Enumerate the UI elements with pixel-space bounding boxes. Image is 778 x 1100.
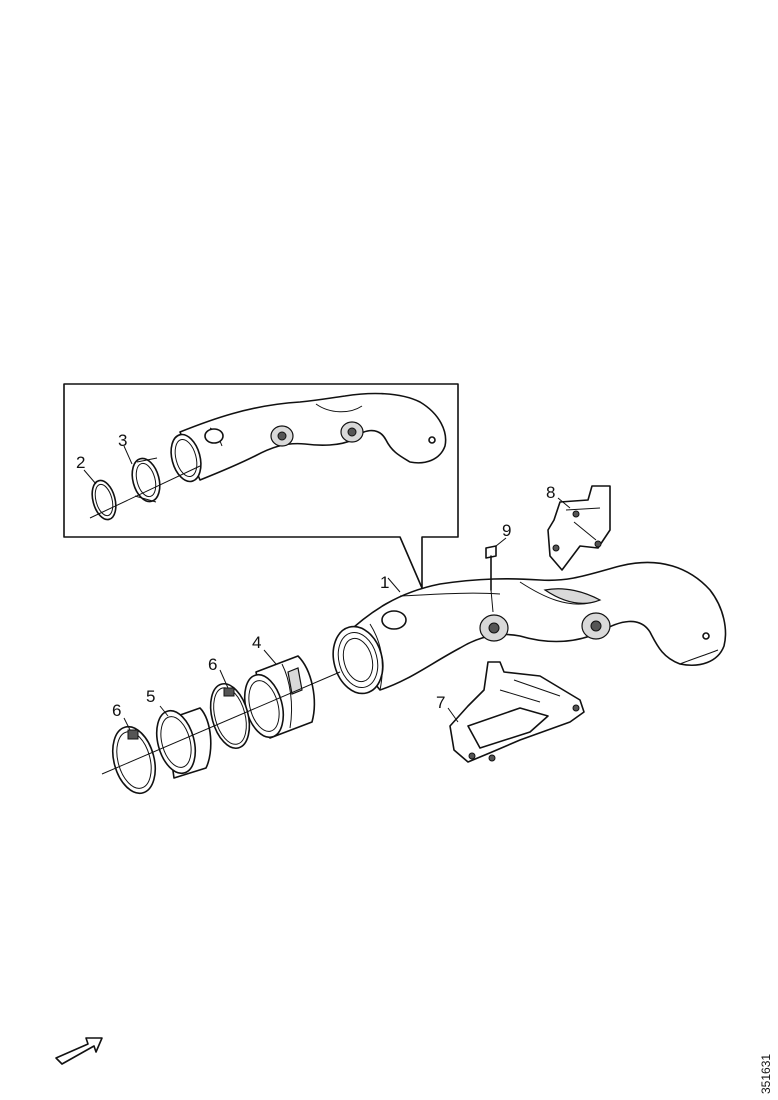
clamp-6-upper: [209, 682, 251, 750]
inset-part-3: [131, 457, 161, 503]
callout-5: 5: [146, 687, 155, 706]
callout-6-upper: 6: [208, 655, 217, 674]
bolt-9: [485, 545, 497, 613]
callout-7: 7: [436, 693, 445, 712]
callout-1: 1: [380, 573, 389, 592]
callout-3: 3: [118, 431, 127, 450]
part-4-sleeve: [243, 655, 316, 739]
callout-8: 8: [546, 483, 555, 502]
callout-2: 2: [76, 453, 85, 472]
main-pipe: [332, 561, 727, 695]
callout-9: 9: [502, 521, 511, 540]
inset-part-2: [91, 479, 117, 521]
detail-inset: [63, 383, 459, 589]
reference-number: 351631: [759, 1054, 773, 1094]
leader-lines: [101, 497, 571, 775]
bracket-8: [547, 485, 611, 571]
callout-labels: 1 2 3 4 5 6 6 7 8 9: [76, 431, 555, 720]
part-5-coupling: [155, 707, 212, 779]
inset-pipe: [170, 392, 447, 483]
callout-4: 4: [252, 633, 261, 652]
bracket-7: [449, 661, 585, 763]
callout-6-lower: 6: [112, 701, 121, 720]
direction-arrow-icon: [55, 1037, 103, 1065]
